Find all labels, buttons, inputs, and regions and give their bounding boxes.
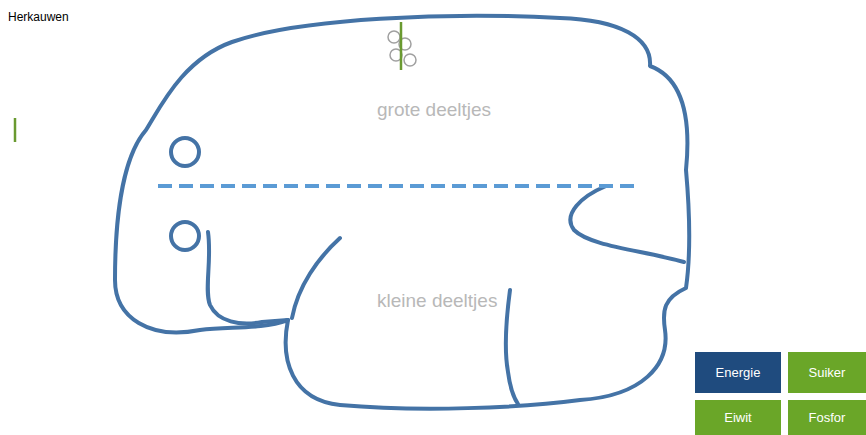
category-box: Energie <box>695 352 781 393</box>
zone-label: kleine deeltjes <box>377 290 497 312</box>
box-label: Suiker <box>809 365 846 380</box>
opening-circle <box>171 222 199 250</box>
box-label: Eiwit <box>724 410 751 425</box>
category-box: Eiwit <box>695 400 781 435</box>
diagram-title: Herkauwen <box>8 10 69 24</box>
inner-notch-line <box>570 186 684 262</box>
inner-fold-line <box>506 290 518 404</box>
box-label: Energie <box>716 365 761 380</box>
layer-divider <box>158 184 640 188</box>
zone-label: grote deeltjes <box>377 99 491 121</box>
green-marker <box>14 118 17 142</box>
category-box: Suiker <box>788 352 866 393</box>
opening-circle <box>171 138 199 166</box>
category-box: Fosfor <box>788 400 866 435</box>
rumen-outline <box>115 16 689 409</box>
inner-fold-line <box>292 238 340 318</box>
box-label: Fosfor <box>809 410 846 425</box>
plant-particle-icon <box>388 22 416 70</box>
inner-lobe-line <box>208 232 288 323</box>
